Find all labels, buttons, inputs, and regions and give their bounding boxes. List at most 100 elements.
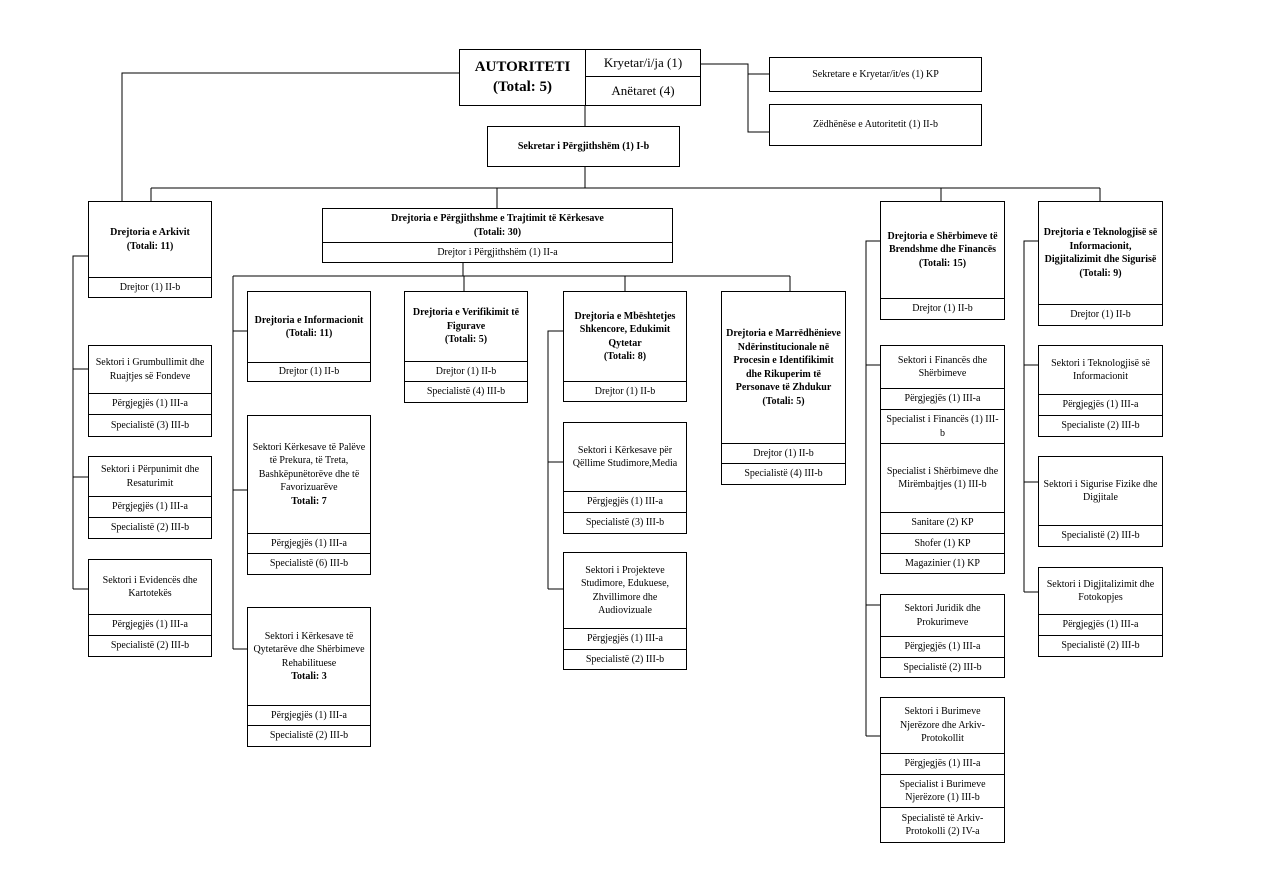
tech-sector-3-row-1: Përgjegjës (1) III-a	[1039, 615, 1162, 636]
support-sector-2-row-1: Përgjegjës (1) III-a	[564, 629, 686, 650]
archive-title: Drejtoria e Arkivit	[110, 227, 190, 238]
authority-title: AUTORITETI	[474, 59, 571, 75]
support-total: (Totali: 8)	[603, 351, 647, 362]
legal-sector-name: Sektori Juridik dhe Prokurimeve	[881, 595, 1004, 637]
archive-sector-3-name: Sektori i Evidencës dhe Kartotekës	[89, 560, 211, 615]
internal-title-cell: Drejtoria e Shërbimeve të Brendshme dhe …	[881, 202, 1004, 299]
technology-total: (Totali: 9)	[1079, 267, 1122, 279]
information-sector-2-name: Sektori i Kërkesave të Qytetarëve dhe Sh…	[253, 630, 365, 669]
verification-title: Drejtoria e Verifikimit të Figurave	[412, 307, 520, 332]
archive-director: Drejtor (1) II-b	[119, 281, 181, 293]
information-sector-1-row-2: Specialistë (6) III-b	[269, 558, 349, 570]
archive-sector-1-name: Sektori i Grumbullimit dhe Ruajtjes së F…	[89, 346, 211, 394]
archive-sector-2-row-1: Përgjegjës (1) III-a	[89, 497, 211, 518]
support-title: Drejtoria e Mbështetjes Shkencore, Eduki…	[574, 310, 676, 349]
support-sector-2: Sektori i Projekteve Studimore, Edukuese…	[563, 552, 687, 670]
archive-sector-2-row-2: Specialistë (2) III-b	[110, 522, 190, 534]
information-title-cell: Drejtoria e Informacionit (Totali: 11)	[248, 292, 370, 363]
support-directorate-box: Drejtoria e Mbështetjes Shkencore, Eduki…	[563, 291, 687, 402]
verification-directorate-box: Drejtoria e Verifikimit të Figurave (Tot…	[404, 291, 528, 403]
tech-sector-3-row-2: Specialistë (2) III-b	[1061, 640, 1140, 652]
internal-directorate-box: Drejtoria e Shërbimeve të Brendshme dhe …	[880, 201, 1005, 320]
archive-sector-3-row-2: Specialistë (2) III-b	[110, 640, 190, 652]
tech-sector-3: Sektori i Digjitalizimit dhe Fotokopjes …	[1038, 567, 1163, 657]
information-total: (Totali: 11)	[285, 328, 333, 339]
tech-sector-2-name: Sektori i Sigurise Fizike dhe Digjitale	[1039, 457, 1162, 526]
information-directorate-box: Drejtoria e Informacionit (Totali: 11) D…	[247, 291, 371, 382]
legal-row-2: Specialistë (2) III-b	[903, 661, 982, 673]
information-sector-1-name-cell: Sektori Kërkesave të Palëve të Prekura, …	[248, 416, 370, 534]
legal-row-1: Përgjegjës (1) III-a	[881, 637, 1004, 658]
support-sector-2-name: Sektori i Projekteve Studimore, Edukuese…	[564, 553, 686, 629]
verification-row-1: Drejtor (1) II-b	[405, 362, 527, 382]
hr-sector-name: Sektori i Burimeve Njerëzore dhe Arkiv-P…	[881, 698, 1004, 754]
information-director: Drejtor (1) II-b	[278, 366, 340, 378]
connector-archive-sectors	[72, 255, 88, 589]
finance-row-3: Specialist i Shërbimeve dhe Mirëmbajtjes…	[881, 444, 1004, 513]
verification-row-2: Specialistë (4) III-b	[426, 386, 506, 398]
internal-title: Drejtoria e Shërbimeve të Brendshme dhe …	[887, 230, 998, 256]
finance-row-5: Shofer (1) KP	[881, 534, 1004, 554]
information-sector-2: Sektori i Kërkesave të Qytetarëve dhe Sh…	[247, 607, 371, 747]
secretary-chair-label: Sekretare e Kryetar/it/es (1) KP	[812, 68, 939, 80]
support-sector-1: Sektori i Kërkesave për Qëllime Studimor…	[563, 422, 687, 534]
connector-internal-sectors	[865, 240, 880, 736]
relations-row-1: Drejtor (1) II-b	[722, 444, 845, 464]
tech-sector-1-row-1: Përgjegjës (1) III-a	[1039, 395, 1162, 416]
information-sector-2-row-1: Përgjegjës (1) III-a	[248, 706, 370, 726]
technology-title: Drejtoria e Teknologjisë së Informacioni…	[1043, 227, 1158, 265]
support-sector-1-name: Sektori i Kërkesave për Qëllime Studimor…	[564, 423, 686, 492]
information-sector-1-name: Sektori Kërkesave të Palëve të Prekura, …	[252, 441, 366, 494]
finance-row-2: Specialist i Financës (1) III-b	[881, 410, 1004, 444]
finance-row-6: Magazinier (1) KP	[905, 557, 980, 569]
information-title: Drejtoria e Informacionit	[254, 314, 364, 326]
tech-sector-1: Sektori i Teknologjisë së Informacionit …	[1038, 345, 1163, 437]
finance-sector-box: Sektori i Financës dhe Shërbimeve Përgje…	[880, 345, 1005, 574]
archive-total: (Totali: 11)	[126, 240, 174, 252]
support-title-cell: Drejtoria e Mbështetjes Shkencore, Eduki…	[564, 292, 686, 382]
tech-sector-3-name: Sektori i Digjitalizimit dhe Fotokopjes	[1039, 568, 1162, 615]
archive-sector-3: Sektori i Evidencës dhe Kartotekës Përgj…	[88, 559, 212, 657]
connector-staff	[701, 63, 769, 133]
relations-row-2: Specialistë (4) III-b	[744, 468, 823, 480]
relations-total: (Totali: 5)	[762, 395, 805, 407]
information-sector-1-total: Totali: 7	[291, 495, 327, 507]
support-sector-1-row-1: Përgjegjës (1) III-a	[564, 492, 686, 513]
hr-row-2: Specialist i Burimeve Njerëzore (1) III-…	[881, 775, 1004, 808]
tech-sector-2-row-1: Specialistë (2) III-b	[1061, 530, 1140, 542]
finance-sector-name: Sektori i Financës dhe Shërbimeve	[881, 346, 1004, 389]
relations-directorate-box: Drejtoria e Marrëdhënieve Ndërinstitucio…	[721, 291, 846, 485]
general-directorate-box: Drejtoria e Përgjithshme e Trajtimit të …	[322, 208, 673, 263]
internal-total: (Totali: 15)	[918, 257, 967, 269]
technology-directorate-box: Drejtoria e Teknologjisë së Informacioni…	[1038, 201, 1163, 326]
tech-sector-1-name: Sektori i Teknologjisë së Informacionit	[1039, 346, 1162, 395]
archive-title-cell: Drejtoria e Arkivit (Totali: 11)	[89, 202, 211, 278]
connector-tech-sectors	[1023, 240, 1038, 592]
legal-sector-box: Sektori Juridik dhe Prokurimeve Përgjegj…	[880, 594, 1005, 678]
internal-director: Drejtor (1) II-b	[912, 303, 973, 315]
relations-title: Drejtoria e Marrëdhënieve Ndërinstitucio…	[726, 328, 841, 393]
authority-total: (Total: 5)	[492, 78, 553, 95]
authority-box: AUTORITETI (Total: 5) Kryetar/i/ja (1) A…	[459, 49, 701, 106]
archive-directorate-box: Drejtoria e Arkivit (Totali: 11) Drejtor…	[88, 201, 212, 298]
archive-sector-3-row-1: Përgjegjës (1) III-a	[89, 615, 211, 636]
finance-row-4: Sanitare (2) KP	[881, 513, 1004, 534]
information-sector-2-name-cell: Sektori i Kërkesave të Qytetarëve dhe Sh…	[248, 608, 370, 706]
verification-total: (Totali: 5)	[444, 334, 488, 346]
archive-sector-2: Sektori i Përpunimit dhe Resaturimit Për…	[88, 456, 212, 539]
secretary-general-box: Sekretar i Përgjithshëm (1) I-b	[487, 126, 680, 167]
archive-sector-1-row-1: Përgjegjës (1) III-a	[89, 394, 211, 415]
support-director: Drejtor (1) II-b	[594, 385, 656, 397]
finance-row-1: Përgjegjës (1) III-a	[881, 389, 1004, 410]
information-sector-2-total: Totali: 3	[291, 671, 327, 682]
general-directorate-director: Drejtor i Përgjithshëm (1) II-a	[437, 246, 558, 258]
archive-sector-2-name: Sektori i Përpunimit dhe Resaturimit	[89, 457, 211, 497]
verification-title-cell: Drejtoria e Verifikimit të Figurave (Tot…	[405, 292, 527, 362]
support-sector-2-row-2: Specialistë (2) III-b	[585, 653, 665, 665]
secretary-chair-box: Sekretare e Kryetar/it/es (1) KP	[769, 57, 982, 92]
information-sector-1-row-1: Përgjegjës (1) III-a	[248, 534, 370, 554]
authority-chair: Kryetar/i/ja (1)	[586, 50, 700, 77]
hr-row-3: Specialistë të Arkiv-Protokolli (2) IV-a	[901, 812, 984, 838]
information-sector-1: Sektori Kërkesave të Palëve të Prekura, …	[247, 415, 371, 575]
technology-director: Drejtor (1) II-b	[1070, 309, 1131, 321]
